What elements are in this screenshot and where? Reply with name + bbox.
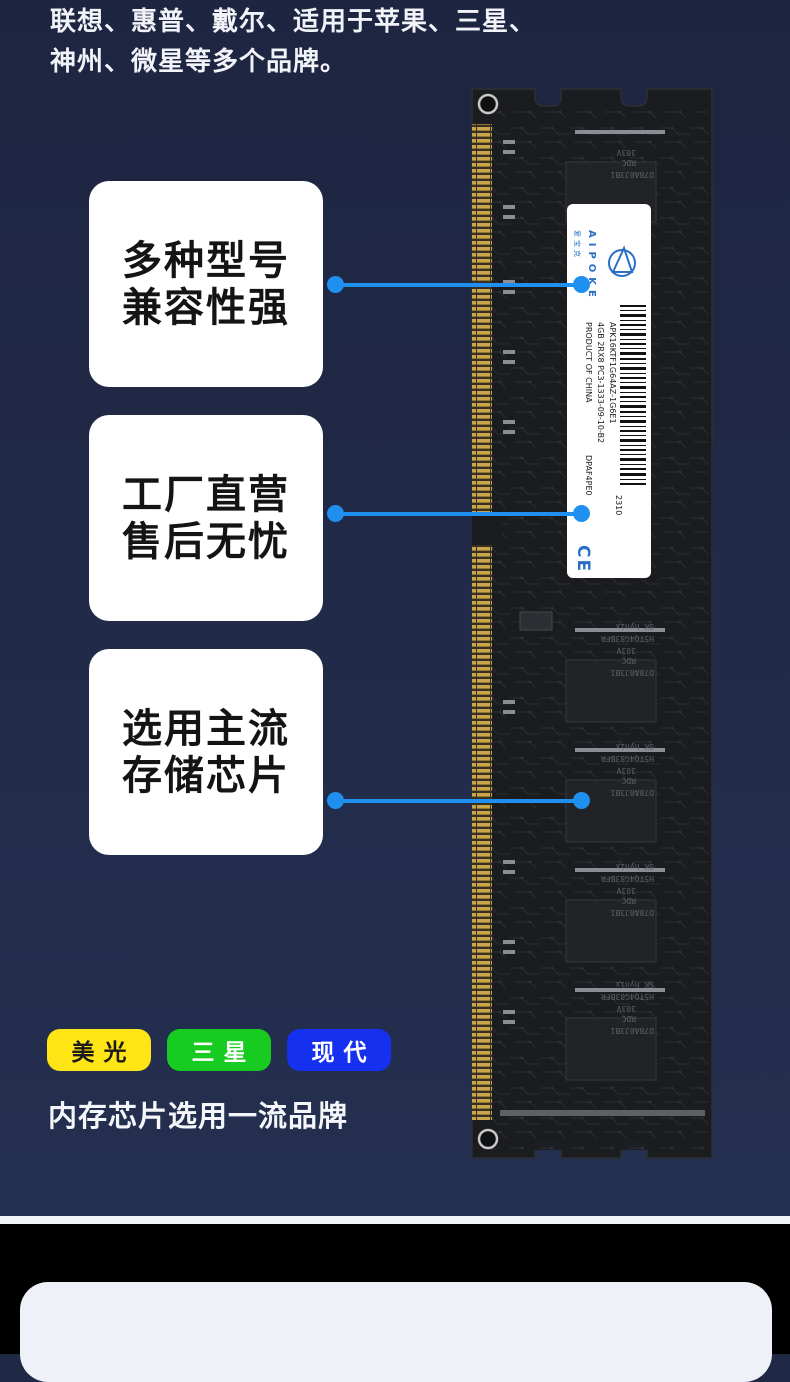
mount-hole-bottom bbox=[477, 1128, 499, 1150]
svg-text:SK hynix: SK hynix bbox=[615, 742, 654, 751]
label-spec: 4GB 2RX8 PC3-1333-09-10-B2 bbox=[596, 322, 605, 443]
svg-text:RDC: RDC bbox=[621, 158, 636, 167]
smd-components bbox=[500, 130, 705, 1116]
barcode bbox=[620, 305, 646, 485]
callout-dot-end-2 bbox=[573, 505, 590, 522]
next-section-card bbox=[20, 1282, 772, 1382]
brand-logo-icon bbox=[608, 245, 636, 277]
badge-hyundai: 现代 bbox=[287, 1029, 391, 1071]
chip-brand-tagline: 内存芯片选用一流品牌 bbox=[48, 1099, 349, 1133]
svg-text:D78A0J3B1: D78A0J3B1 bbox=[610, 788, 654, 797]
feature-card-memory-chips: 选用主流 存储芯片 bbox=[89, 649, 323, 855]
svg-text:SK hynix: SK hynix bbox=[615, 622, 654, 631]
ce-mark: CE bbox=[573, 545, 593, 573]
feature-card-compatibility: 多种型号 兼容性强 bbox=[89, 181, 323, 387]
label-origin: PRODUCT OF CHINA bbox=[584, 322, 593, 403]
svg-text:RDC: RDC bbox=[621, 776, 636, 785]
feature-1-line-2: 兼容性强 bbox=[122, 284, 290, 331]
feature-3-line-1: 选用主流 bbox=[122, 705, 290, 752]
compatibility-intro: 联想、惠普、戴尔、适用于苹果、三星、 神州、微星等多个品牌。 bbox=[50, 2, 610, 82]
svg-text:H5TQ4G83BFR: H5TQ4G83BFR bbox=[601, 874, 654, 883]
callout-line-3 bbox=[335, 799, 581, 803]
badge-samsung: 三星 bbox=[167, 1029, 271, 1071]
feature-2-line-1: 工厂直营 bbox=[122, 471, 290, 518]
callout-line-1 bbox=[335, 283, 581, 287]
svg-text:SK hynix: SK hynix bbox=[615, 862, 654, 871]
chip-markings: D78A0J3B1 RDC 303V H5TQ4G83BFR SK hynix … bbox=[601, 148, 654, 1035]
product-hero-section: 联想、惠普、戴尔、适用于苹果、三星、 神州、微星等多个品牌。 bbox=[0, 0, 790, 1216]
gold-contacts-lower bbox=[472, 545, 492, 1120]
svg-text:D78A0J3B1: D78A0J3B1 bbox=[610, 1026, 654, 1035]
label-date: 2310 bbox=[614, 495, 623, 515]
callout-dot-end-3 bbox=[573, 792, 590, 809]
label-part-number: APK16KTF1G64AZ-1G6E1 bbox=[608, 322, 617, 424]
key-notch bbox=[472, 514, 502, 545]
feature-2-line-2: 售后无忧 bbox=[122, 518, 290, 565]
svg-text:303V: 303V bbox=[617, 646, 636, 655]
svg-text:303V: 303V bbox=[617, 1004, 636, 1013]
feature-card-factory-direct: 工厂直营 售后无忧 bbox=[89, 415, 323, 621]
gold-contacts-upper bbox=[472, 124, 492, 514]
svg-text:RDC: RDC bbox=[621, 1014, 636, 1023]
mount-hole-top bbox=[477, 93, 499, 115]
label-brand: AIPOKE bbox=[586, 230, 597, 302]
svg-text:D78A0J3B1: D78A0J3B1 bbox=[610, 908, 654, 917]
svg-text:303V: 303V bbox=[617, 886, 636, 895]
svg-text:RDC: RDC bbox=[621, 656, 636, 665]
svg-text:SK hynix: SK hynix bbox=[615, 980, 654, 989]
svg-text:303V: 303V bbox=[617, 766, 636, 775]
svg-text:303V: 303V bbox=[617, 148, 636, 157]
section-divider bbox=[0, 1216, 790, 1224]
label-brand-cn: 爱宝克 bbox=[573, 230, 582, 260]
svg-text:D78A0J3B1: D78A0J3B1 bbox=[610, 170, 654, 179]
svg-text:H5TQ4G83BFR: H5TQ4G83BFR bbox=[601, 992, 654, 1001]
callout-line-2 bbox=[335, 512, 581, 516]
label-code: DPAF4PE0 bbox=[584, 455, 593, 496]
badge-micron: 美光 bbox=[47, 1029, 151, 1071]
callout-dot-end-1 bbox=[573, 276, 590, 293]
svg-text:H5TQ4G83BFR: H5TQ4G83BFR bbox=[601, 754, 654, 763]
svg-text:RDC: RDC bbox=[621, 896, 636, 905]
svg-text:H5TQ4G83BFR: H5TQ4G83BFR bbox=[601, 634, 654, 643]
svg-text:D78A0J3B1: D78A0J3B1 bbox=[610, 668, 654, 677]
feature-1-line-1: 多种型号 bbox=[122, 237, 290, 284]
intro-line-1: 联想、惠普、戴尔、适用于苹果、三星、 bbox=[50, 7, 537, 37]
intro-line-2: 神州、微星等多个品牌。 bbox=[50, 47, 348, 77]
feature-3-line-2: 存储芯片 bbox=[122, 752, 290, 799]
spd-chip bbox=[519, 611, 553, 631]
